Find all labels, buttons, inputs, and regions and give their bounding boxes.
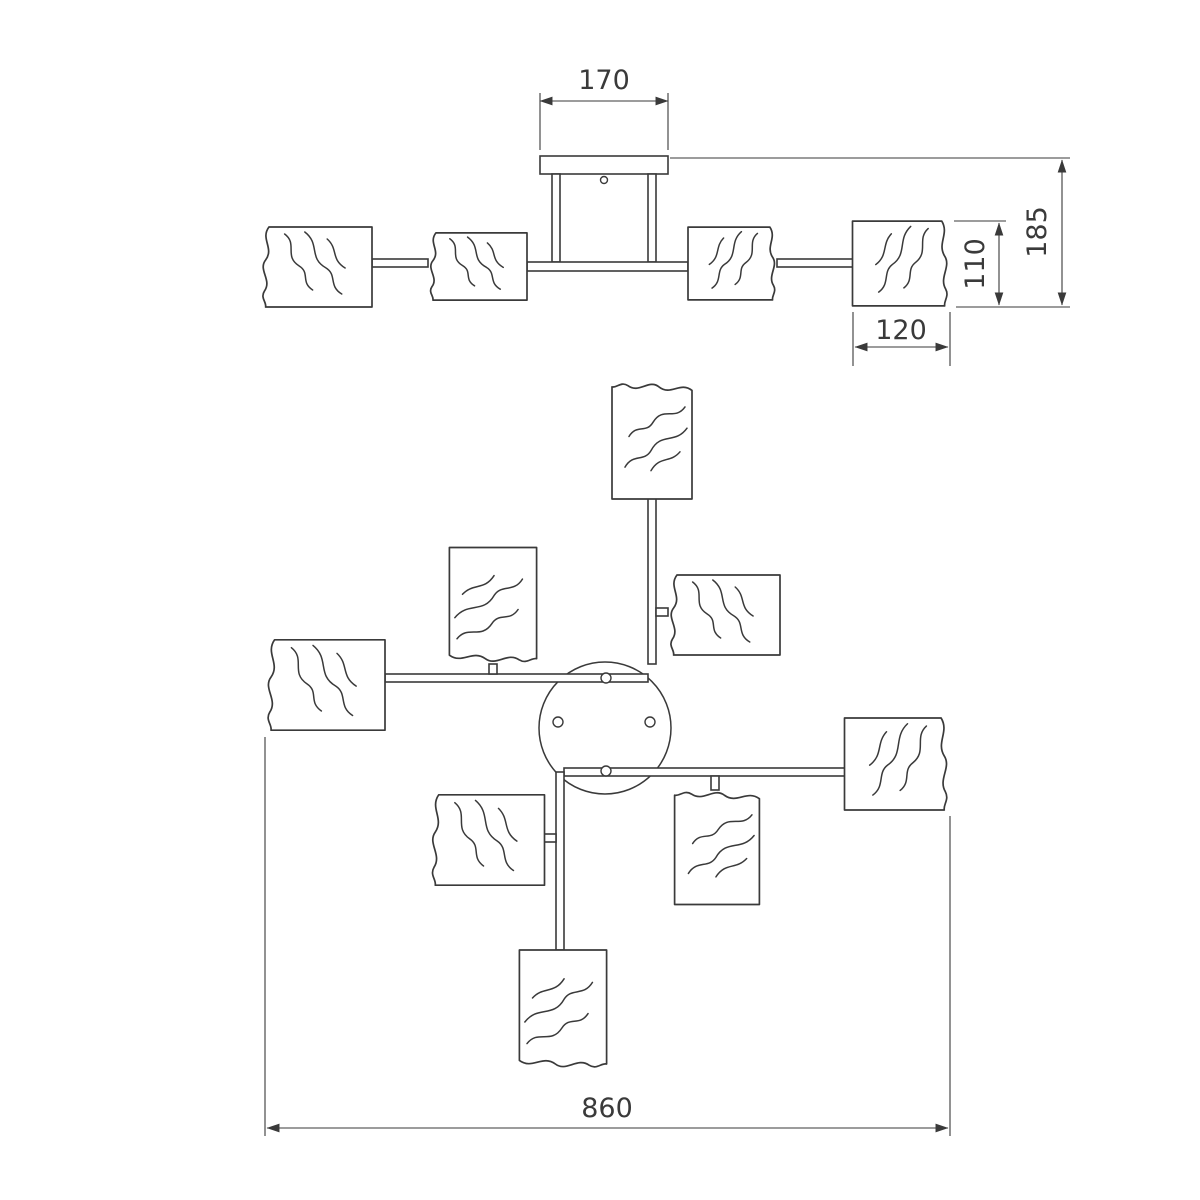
- ceiling-canopy: [539, 155, 669, 175]
- dim-overall-width: 860: [264, 737, 951, 1136]
- stub-upper-right: [655, 607, 669, 617]
- stub-lower-left: [543, 833, 557, 843]
- center-arm: [526, 261, 689, 272]
- lamp-shade: [448, 546, 538, 663]
- dim-shade-width-label: 120: [875, 315, 927, 346]
- canopy-hole: [599, 175, 609, 185]
- dim-overall-height-label: 185: [1022, 206, 1053, 258]
- stem-right: [647, 173, 657, 263]
- side-view: 170 185 110 120: [261, 65, 1070, 366]
- stub-lower-right: [710, 775, 720, 791]
- plan-view-arms: [384, 497, 846, 951]
- lamp-shade: [851, 220, 948, 307]
- mount-hole: [600, 765, 612, 777]
- stub-upper-left: [488, 663, 498, 675]
- lamp-shade: [429, 232, 528, 301]
- stem-left: [551, 173, 561, 263]
- mount-hole: [644, 716, 656, 728]
- lamp-shade: [673, 791, 761, 906]
- lamp-shade: [843, 717, 948, 811]
- arm-down: [555, 771, 565, 951]
- arm-up: [647, 497, 657, 665]
- lamp-shade: [261, 226, 373, 308]
- dim-overall-height: 185: [670, 157, 1070, 308]
- dim-overall-width-label: 860: [581, 1093, 633, 1124]
- lamp-shade: [610, 383, 694, 501]
- dim-shade-height: 110: [954, 220, 1006, 306]
- lamp-shade: [267, 638, 387, 732]
- canopy-plan-circle: [538, 661, 672, 795]
- lamp-shade: [431, 793, 546, 887]
- dim-shade-width: 120: [852, 312, 951, 366]
- dim-canopy-width: 170: [539, 65, 669, 150]
- lamp-shade: [669, 574, 781, 656]
- mounting-holes: [552, 672, 656, 777]
- right-rod: [776, 258, 854, 268]
- lamp-shade: [518, 948, 608, 1068]
- dim-shade-height-label: 110: [960, 238, 991, 290]
- plan-view: 860: [264, 383, 951, 1136]
- mount-hole: [552, 716, 564, 728]
- mount-hole: [600, 672, 612, 684]
- lamp-shade: [687, 226, 776, 301]
- left-rod: [371, 258, 429, 268]
- dim-canopy-width-label: 170: [578, 65, 630, 96]
